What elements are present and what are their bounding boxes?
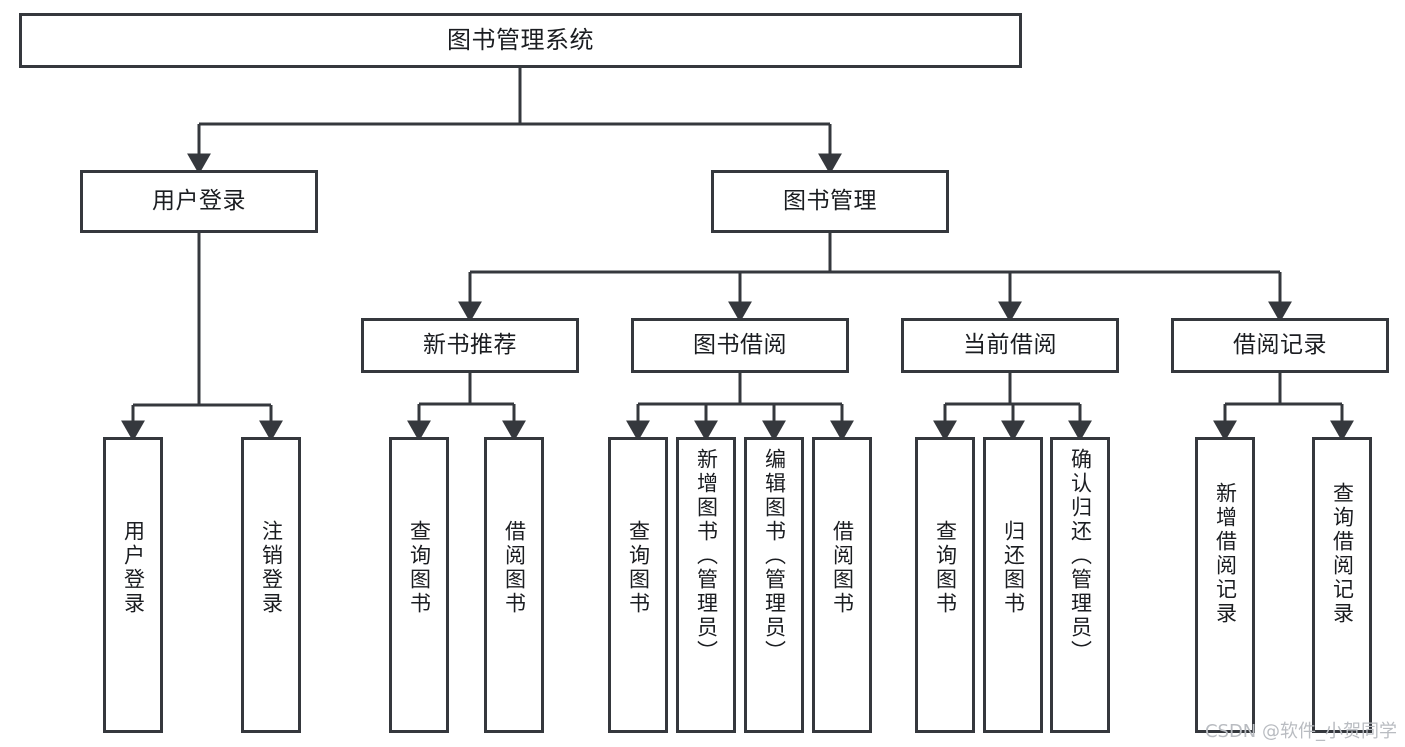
- leaf-user-login[interactable]: 用户登录: [103, 437, 163, 733]
- node-label: 新增借阅记录: [1213, 482, 1238, 626]
- node-user-login[interactable]: 用户登录: [80, 170, 318, 233]
- node-label: 借阅图书: [830, 520, 855, 616]
- leaf-borrow-book-1[interactable]: 借阅图书: [484, 437, 544, 733]
- node-root-system[interactable]: 图书管理系统: [19, 13, 1022, 68]
- node-label: 查询图书: [407, 520, 432, 616]
- watermark: CSDN @软件_小贺同学: [1204, 721, 1397, 742]
- node-current-borrow[interactable]: 当前借阅: [901, 318, 1119, 373]
- node-label: 图书管理: [783, 187, 877, 214]
- node-label: 当前借阅: [963, 331, 1057, 358]
- leaf-edit-book[interactable]: 编辑图书（管理员）: [744, 437, 804, 733]
- leaf-add-record[interactable]: 新增借阅记录: [1195, 437, 1255, 733]
- leaf-query-book-1[interactable]: 查询图书: [389, 437, 449, 733]
- node-label: 用户登录: [121, 520, 146, 616]
- leaf-query-record[interactable]: 查询借阅记录: [1312, 437, 1372, 733]
- node-label: 用户登录: [152, 187, 246, 214]
- node-label: 归还图书: [1001, 520, 1026, 616]
- leaf-borrow-book-2[interactable]: 借阅图书: [812, 437, 872, 733]
- leaf-query-book-3[interactable]: 查询图书: [915, 437, 975, 733]
- leaf-return-book[interactable]: 归还图书: [983, 437, 1043, 733]
- leaf-add-book[interactable]: 新增图书（管理员）: [676, 437, 736, 733]
- node-label: 新书推荐: [423, 331, 517, 358]
- leaf-logout[interactable]: 注销登录: [241, 437, 301, 733]
- node-label: 注销登录: [259, 520, 284, 616]
- node-label: 查询图书: [626, 520, 651, 616]
- node-label: 借阅记录: [1233, 331, 1327, 358]
- node-borrow-record[interactable]: 借阅记录: [1171, 318, 1389, 373]
- node-label: 图书管理系统: [447, 26, 594, 55]
- leaf-query-book-2[interactable]: 查询图书: [608, 437, 668, 733]
- leaf-confirm-return[interactable]: 确认归还（管理员）: [1050, 437, 1110, 733]
- node-label: 借阅图书: [502, 520, 527, 616]
- node-label: 编辑图书（管理员）: [762, 448, 787, 664]
- node-label: 查询借阅记录: [1330, 482, 1355, 626]
- node-book-management[interactable]: 图书管理: [711, 170, 949, 233]
- node-label: 查询图书: [933, 520, 958, 616]
- node-label: 图书借阅: [693, 331, 787, 358]
- node-new-book-recommend[interactable]: 新书推荐: [361, 318, 579, 373]
- node-label: 新增图书（管理员）: [694, 448, 719, 664]
- node-book-borrow[interactable]: 图书借阅: [631, 318, 849, 373]
- node-label: 确认归还（管理员）: [1068, 448, 1093, 664]
